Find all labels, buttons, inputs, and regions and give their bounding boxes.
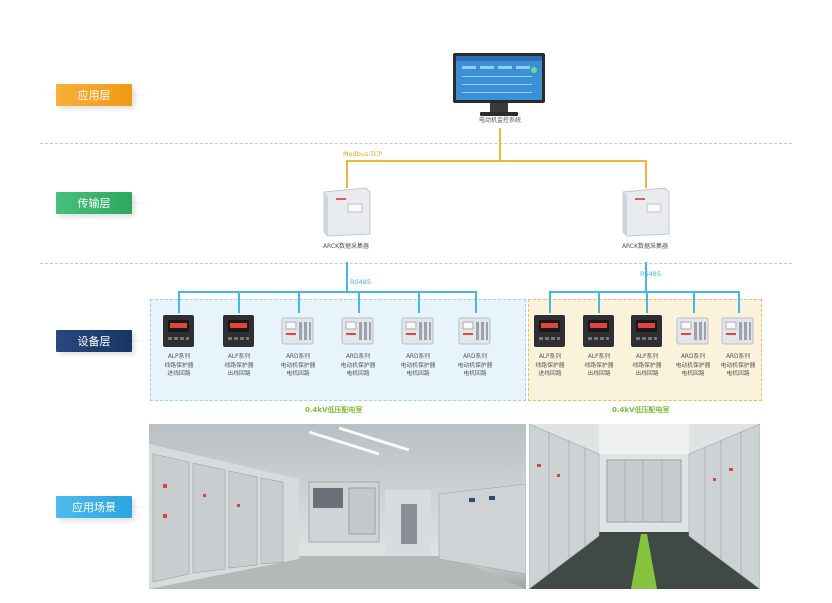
device-module-light-icon xyxy=(676,314,709,348)
device-caption: ARD系列电动机保护器电机回路 xyxy=(675,354,711,377)
device-caption: ALP系列线路保护器进线回路 xyxy=(164,354,194,377)
drop-right-3 xyxy=(646,291,648,313)
device-module-light-icon xyxy=(281,314,314,348)
drop-right-4 xyxy=(693,291,695,313)
gateway-left-caption: ARCK数据采集器 xyxy=(322,243,370,250)
line-monitor-down xyxy=(499,128,501,160)
protocol-rs485-right: RS485 xyxy=(640,270,662,278)
drop-left-1 xyxy=(178,291,180,313)
device-caption: ARD系列电动机保护器电机回路 xyxy=(457,354,493,377)
device-caption: ARD系列电动机保护器电机回路 xyxy=(280,354,316,377)
layer-label-application: 应用层 xyxy=(42,84,154,106)
bus-right xyxy=(549,291,738,293)
gateway-right-icon xyxy=(617,186,671,238)
protocol-modbus-tcp: Modbus-TCP xyxy=(343,150,383,158)
drop-right-1 xyxy=(549,291,551,313)
device-meter-dark-icon xyxy=(533,314,566,348)
drop-right-5 xyxy=(738,291,740,313)
drop-right-2 xyxy=(598,291,600,313)
switchgear-room-photo-right xyxy=(529,424,760,589)
device-module-light-icon xyxy=(721,314,754,348)
layer-label-scene: 应用场景 xyxy=(42,496,154,518)
device-module-light-icon xyxy=(458,314,491,348)
separator-top xyxy=(40,143,792,144)
device-module-light-icon xyxy=(341,314,374,348)
device-meter-dark-icon xyxy=(222,314,255,348)
switchgear-room-photo-left xyxy=(149,424,526,589)
device-module-light-icon xyxy=(401,314,434,348)
line-gateway-right xyxy=(645,160,647,188)
device-caption: ALP系列线路保护器出线回路 xyxy=(632,354,662,377)
room-caption-left: 0.4kV低压配电室 xyxy=(305,406,363,414)
device-meter-dark-icon xyxy=(162,314,195,348)
drop-left-4 xyxy=(358,291,360,313)
drop-left-6 xyxy=(475,291,477,313)
device-caption: ALP系列线路保护器出线回路 xyxy=(224,354,254,377)
drop-left-2 xyxy=(238,291,240,313)
drop-left-5 xyxy=(418,291,420,313)
room-caption-right: 0.4kV低压配电室 xyxy=(612,406,670,414)
separator-middle xyxy=(40,263,792,264)
bus-left xyxy=(178,291,475,293)
line-gateway-left xyxy=(346,160,348,188)
monitor-caption: 电动机监控系统 xyxy=(478,117,521,124)
line-rs485-right xyxy=(645,262,647,292)
protocol-rs485-left: RS485 xyxy=(350,278,372,286)
gateway-left-icon xyxy=(318,186,372,238)
device-caption: ARD系列电动机保护器电机回路 xyxy=(720,354,756,377)
device-meter-dark-icon xyxy=(630,314,663,348)
device-caption: ARD系列电动机保护器电机回路 xyxy=(340,354,376,377)
monitor-icon xyxy=(452,52,546,120)
device-caption: ARD系列电动机保护器电机回路 xyxy=(400,354,436,377)
device-meter-dark-icon xyxy=(582,314,615,348)
layer-label-device: 设备层 xyxy=(42,330,154,352)
layer-label-transmission: 传输层 xyxy=(42,192,154,214)
device-panel-left xyxy=(150,299,526,401)
device-caption: ALP系列线路保护器进线回路 xyxy=(535,354,565,377)
drop-left-3 xyxy=(298,291,300,313)
line-gateway-bus xyxy=(346,160,646,162)
gateway-right-caption: ARCK数据采集器 xyxy=(621,243,669,250)
line-rs485-left xyxy=(346,262,348,292)
device-caption: ALP系列线路保护器出线回路 xyxy=(584,354,614,377)
